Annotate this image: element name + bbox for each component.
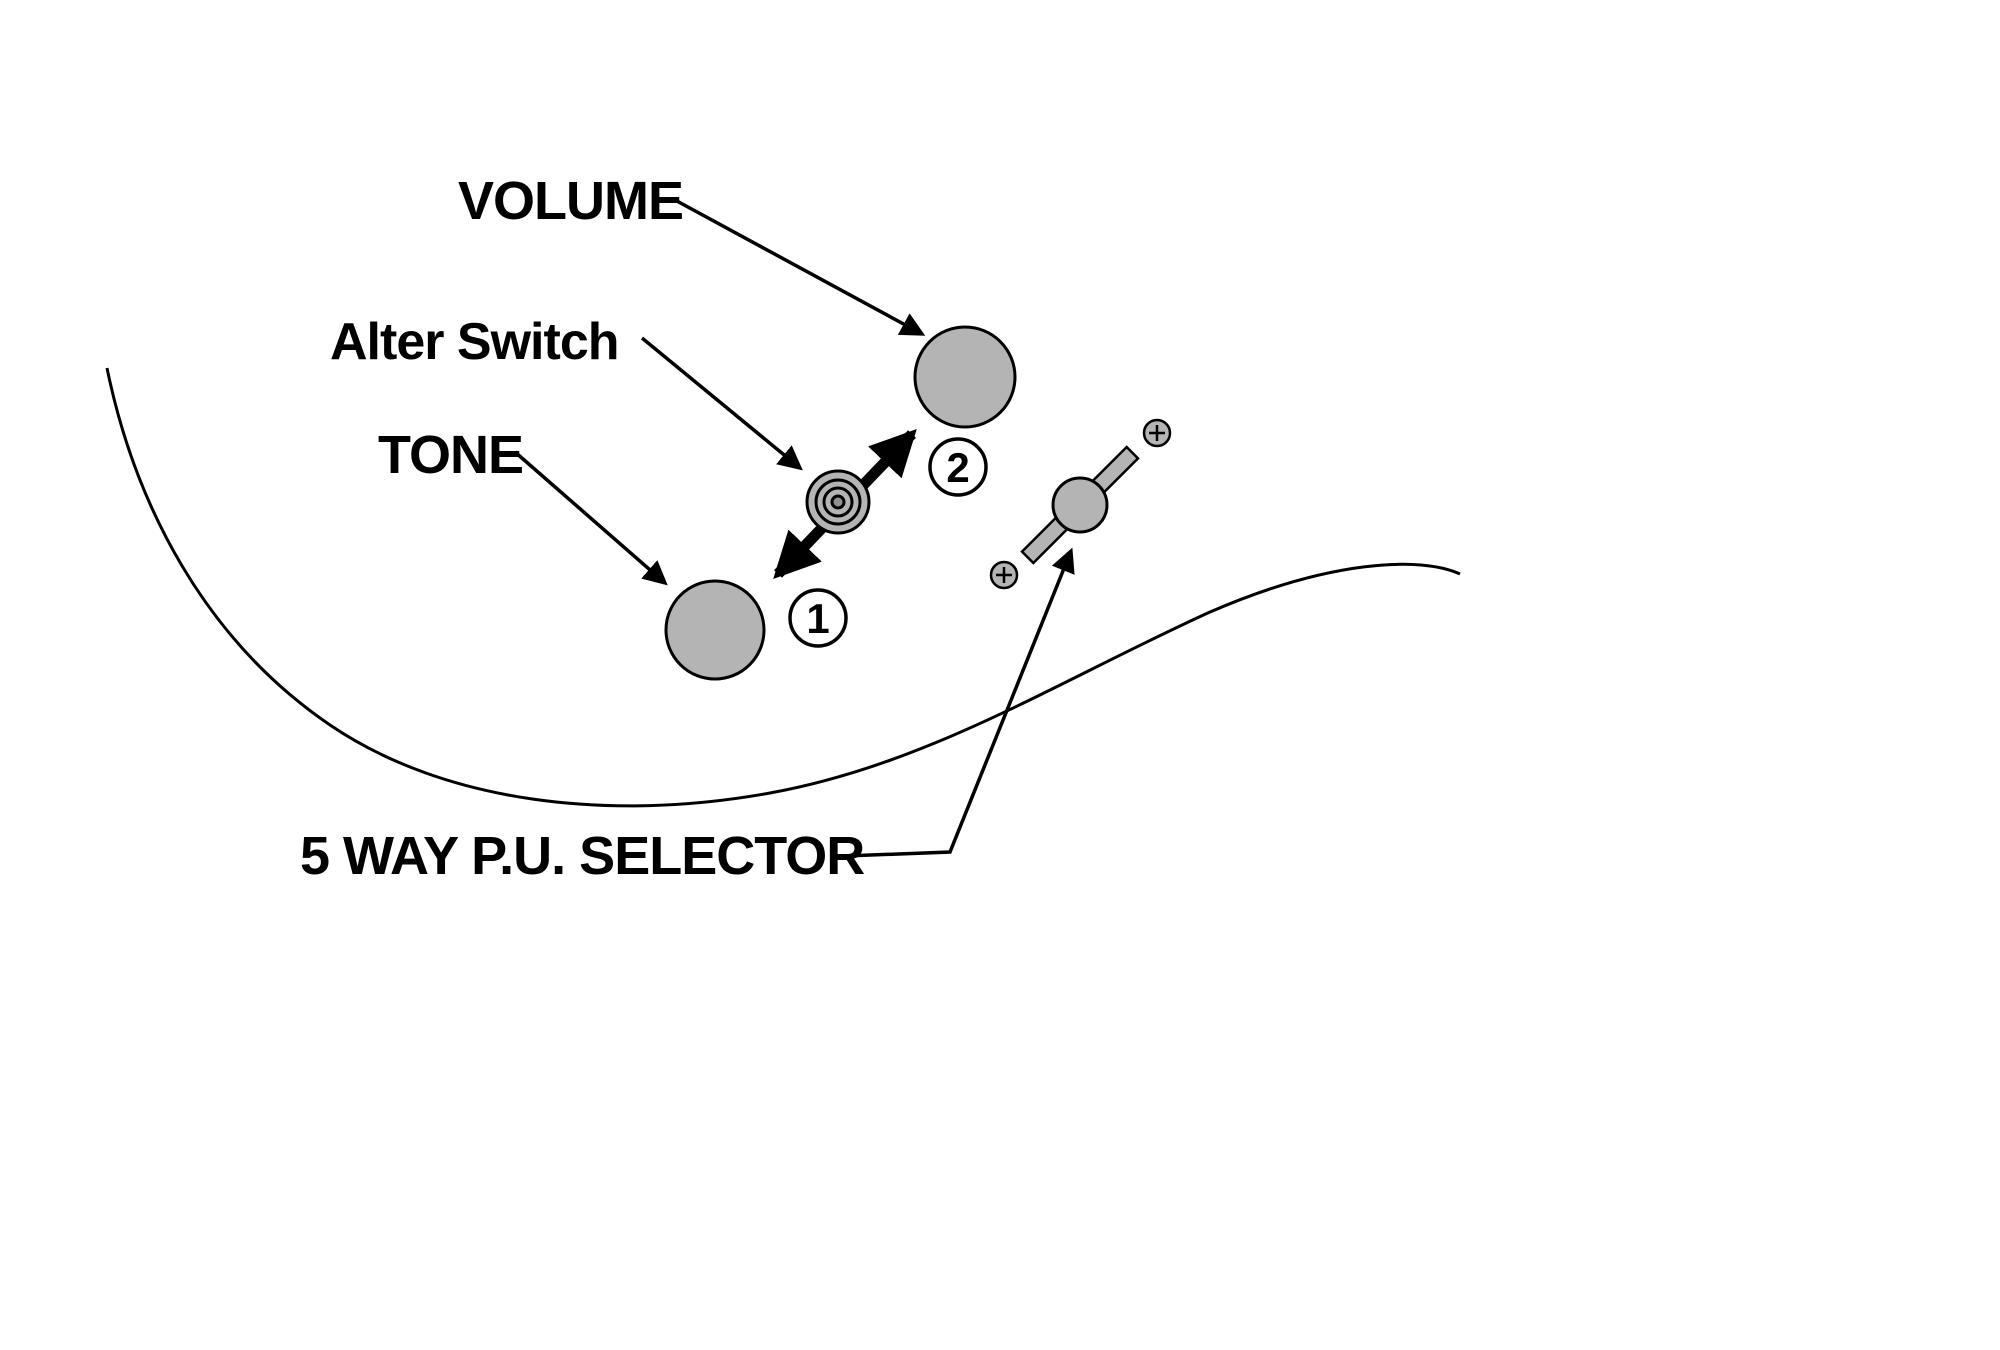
tone-label: TONE bbox=[378, 425, 523, 485]
volume-leader-line bbox=[674, 198, 926, 336]
position-1-number: 1 bbox=[806, 595, 829, 642]
position-1-circle bbox=[788, 588, 848, 648]
selector-leader-line bbox=[844, 547, 1075, 858]
position-1-badge: 1 bbox=[788, 588, 848, 648]
position-2-number: 2 bbox=[946, 444, 969, 491]
alter-switch-leader-line bbox=[640, 336, 803, 471]
selector-screw-top bbox=[1142, 418, 1172, 448]
volume-knob bbox=[913, 325, 1017, 429]
alter-switch-callout: Alter Switch bbox=[330, 313, 803, 471]
five-way-selector bbox=[989, 418, 1172, 590]
guitar-body-outline bbox=[105, 367, 1461, 808]
selector-screw-bottom bbox=[989, 560, 1019, 590]
alter-switch-label: Alter Switch bbox=[330, 313, 619, 371]
five-way-selector-center bbox=[1051, 476, 1109, 534]
position-2-badge: 2 bbox=[928, 437, 988, 497]
volume-label: VOLUME bbox=[458, 171, 683, 231]
position-2-circle bbox=[928, 437, 988, 497]
tone-leader-line bbox=[513, 450, 668, 586]
alter-switch-knob bbox=[805, 469, 871, 535]
selector-callout: 5 WAY P.U. SELECTOR bbox=[300, 547, 1075, 886]
volume-callout: VOLUME bbox=[458, 171, 926, 336]
tone-knob bbox=[664, 579, 766, 681]
alter-switch-inner-ring bbox=[822, 486, 854, 518]
selector-label: 5 WAY P.U. SELECTOR bbox=[300, 826, 864, 886]
tone-callout: TONE bbox=[378, 425, 668, 586]
alter-switch-center bbox=[830, 494, 846, 510]
alter-switch-mid-ring bbox=[814, 478, 862, 526]
